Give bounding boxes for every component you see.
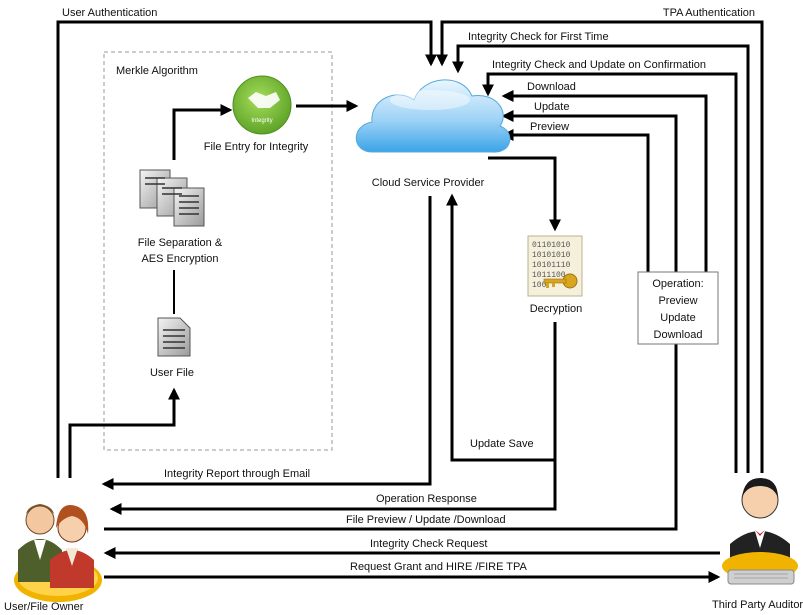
key-binary-icon: 01101010 10101010 10101110 1011100 100 xyxy=(527,235,583,297)
label-file-entry-integrity: File Entry for Integrity xyxy=(204,141,309,153)
label-file-separation-2: AES Encryption xyxy=(141,253,218,265)
label-file-separation-1: File Separation & xyxy=(138,237,223,249)
label-integrity-check-request: Integrity Check Request xyxy=(370,538,487,550)
label-third-party-auditor: Third Party Auditor xyxy=(712,599,803,611)
label-decryption: Decryption xyxy=(530,303,583,315)
arrow-integrity-update-confirm xyxy=(482,72,738,473)
label-integrity-report-email: Integrity Report through Email xyxy=(164,468,310,480)
document-icon xyxy=(157,317,191,357)
label-merkle-algorithm: Merkle Algorithm xyxy=(116,65,198,77)
arrow-cloud-to-decryption xyxy=(488,156,561,232)
binary-row-4: 100 xyxy=(532,281,547,290)
documents-icon xyxy=(139,169,205,227)
label-user-file-owner: User/File Owner xyxy=(4,601,84,613)
label-operation-response: Operation Response xyxy=(376,493,477,505)
arrow-preview xyxy=(501,129,650,272)
arrow-tpa-authentication xyxy=(436,20,764,473)
label-preview: Preview xyxy=(530,121,569,133)
arrow-user-authentication xyxy=(56,20,437,478)
label-tpa-authentication: TPA Authentication xyxy=(663,7,755,19)
label-user-file: User File xyxy=(150,367,194,379)
label-download: Download xyxy=(527,81,576,93)
label-file-preview-update-download: File Preview / Update /Download xyxy=(346,514,506,526)
label-cloud-service-provider: Cloud Service Provider xyxy=(372,177,485,189)
arrow-integrity-report xyxy=(101,196,432,490)
arrow-update-save xyxy=(446,193,555,462)
auditor-icon xyxy=(722,478,798,585)
label-integrity-first-time: Integrity Check for First Time xyxy=(468,31,609,43)
handshake-icon: Integrity xyxy=(232,75,292,135)
arrow-owner-to-userfile xyxy=(68,387,180,478)
binary-row-3: 1011100 xyxy=(532,271,566,280)
label-update-save: Update Save xyxy=(470,438,534,450)
arrow-integrity-first-time xyxy=(452,44,750,473)
label-user-authentication: User Authentication xyxy=(62,7,157,19)
binary-row-0: 01101010 xyxy=(532,241,571,250)
label-integrity-update-confirm: Integrity Check and Update on Confirmati… xyxy=(492,59,706,71)
arrow-operation-response xyxy=(109,322,557,515)
arrow-separation-to-integrity xyxy=(172,104,233,160)
label-operation-2: Preview xyxy=(658,295,697,307)
label-operation-4: Download xyxy=(654,329,703,341)
binary-row-2: 10101110 xyxy=(532,261,571,270)
operation-box xyxy=(637,271,719,345)
label-operation-1: Operation: xyxy=(652,278,703,290)
merkle-region xyxy=(103,51,333,451)
arrow-download xyxy=(501,90,708,340)
binary-row-1: 10101010 xyxy=(532,251,571,260)
users-icon xyxy=(14,504,102,602)
label-request-grant: Request Grant and HIRE /FIRE TPA xyxy=(350,561,528,573)
arrow-update xyxy=(501,110,678,340)
label-operation-3: Update xyxy=(660,312,695,324)
label-update: Update xyxy=(534,101,569,113)
cloud-icon xyxy=(355,79,511,153)
arrow-file-preview-update-download xyxy=(104,344,678,531)
integrity-badge-label: Integrity xyxy=(251,118,272,124)
